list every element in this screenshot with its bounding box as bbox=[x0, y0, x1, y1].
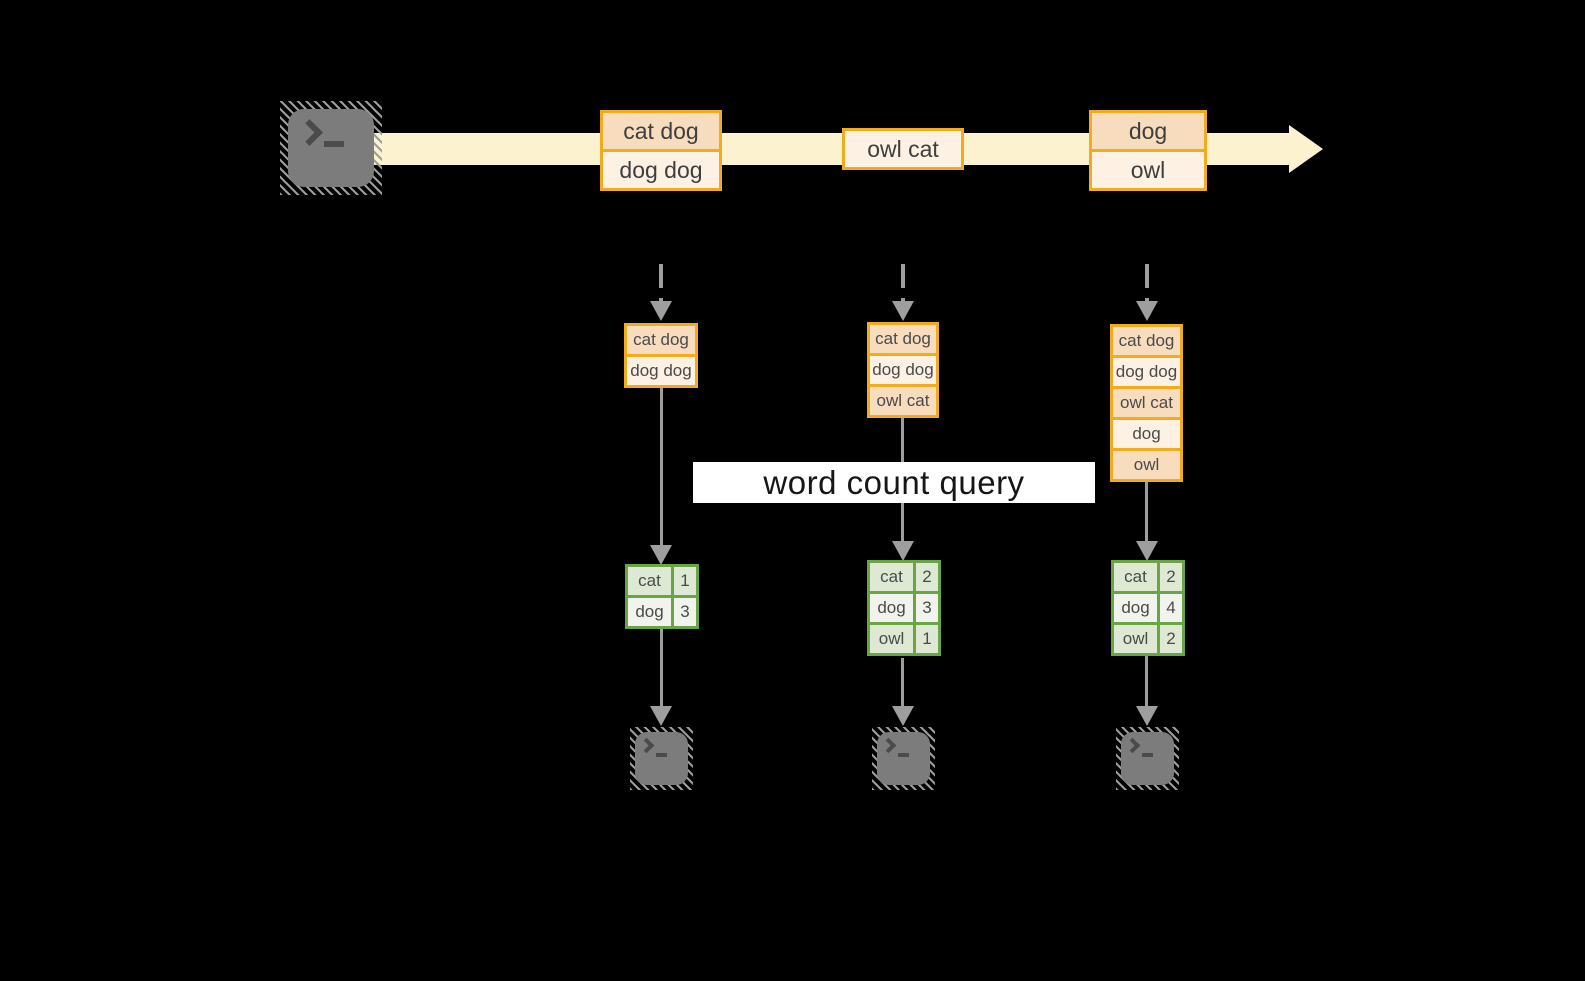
sink-terminal-icon-2 bbox=[872, 727, 935, 790]
stream-record: owl cat bbox=[845, 131, 961, 167]
stream-batch-1: cat dog dog dog bbox=[600, 110, 722, 191]
count-cell: 2 bbox=[1166, 567, 1176, 586]
count-row: cat 2 bbox=[870, 563, 938, 591]
count-row: cat 1 bbox=[628, 567, 696, 595]
prompt-underscore-icon bbox=[656, 753, 667, 757]
result-arrow-line-1 bbox=[660, 629, 663, 706]
result-arrowhead-icon-1 bbox=[650, 706, 672, 726]
stream-record: cat dog bbox=[603, 113, 719, 149]
window-record: dog dog bbox=[870, 353, 936, 384]
word-cell: owl bbox=[870, 625, 916, 653]
sink-terminal-icon-3 bbox=[1116, 727, 1179, 790]
word-count-table-2: cat 2 dog 3 owl 1 bbox=[867, 560, 941, 656]
window-record: dog dog bbox=[1113, 355, 1180, 386]
word-count-table-1: cat 1 dog 3 bbox=[625, 564, 699, 629]
terminal-body bbox=[288, 109, 374, 187]
query-arrow-line-1 bbox=[660, 388, 663, 545]
count-row: dog 4 bbox=[1114, 591, 1182, 622]
result-arrow-line-2 bbox=[901, 658, 904, 706]
window-buffer-1: cat dog dog dog bbox=[624, 323, 698, 388]
capture-arrow-line-1 bbox=[659, 264, 663, 301]
count-row: owl 2 bbox=[1114, 622, 1182, 653]
word-cell: dog bbox=[628, 598, 674, 626]
window-record: owl cat bbox=[1113, 386, 1180, 417]
capture-arrow-line-3 bbox=[1145, 264, 1149, 301]
window-buffer-3: cat dog dog dog owl cat dog owl bbox=[1110, 324, 1183, 482]
window-record: owl bbox=[1113, 448, 1180, 479]
word-count-table-3: cat 2 dog 4 owl 2 bbox=[1111, 560, 1185, 656]
window-record: cat dog bbox=[870, 325, 936, 353]
query-arrowhead-icon-3 bbox=[1136, 541, 1158, 561]
source-terminal-icon bbox=[280, 101, 382, 195]
count-cell: 4 bbox=[1166, 598, 1176, 617]
capture-arrow-line-2 bbox=[901, 264, 905, 301]
count-row: dog 3 bbox=[870, 591, 938, 622]
word-cell: cat bbox=[1114, 563, 1160, 591]
stream-record: dog dog bbox=[603, 149, 719, 188]
stream-batch-2: owl cat bbox=[842, 128, 964, 170]
query-label: word count query bbox=[693, 462, 1095, 503]
terminal-body bbox=[635, 732, 688, 785]
word-cell: dog bbox=[1114, 594, 1160, 622]
result-arrowhead-icon-2 bbox=[892, 706, 914, 726]
word-cell: cat bbox=[870, 563, 916, 591]
terminal-body bbox=[1121, 732, 1174, 785]
capture-arrowhead-icon-2 bbox=[892, 301, 914, 321]
sink-terminal-icon-1 bbox=[630, 727, 693, 790]
window-record: dog dog bbox=[627, 354, 695, 385]
word-cell: dog bbox=[870, 594, 916, 622]
word-cell: cat bbox=[628, 567, 674, 595]
window-record: cat dog bbox=[627, 326, 695, 354]
capture-arrowhead-icon-1 bbox=[650, 301, 672, 321]
terminal-body bbox=[877, 732, 930, 785]
count-row: owl 1 bbox=[870, 622, 938, 653]
window-buffer-2: cat dog dog dog owl cat bbox=[867, 322, 939, 418]
prompt-underscore-icon bbox=[1142, 753, 1153, 757]
count-cell: 2 bbox=[1166, 629, 1176, 648]
window-record: dog bbox=[1113, 417, 1180, 448]
window-record: cat dog bbox=[1113, 327, 1180, 355]
count-cell: 1 bbox=[922, 629, 932, 648]
stream-batch-3: dog owl bbox=[1089, 110, 1207, 191]
query-arrowhead-icon-1 bbox=[650, 545, 672, 565]
prompt-underscore-icon bbox=[898, 753, 909, 757]
stream-record: owl bbox=[1092, 149, 1204, 188]
word-cell: owl bbox=[1114, 625, 1160, 653]
prompt-underscore-icon bbox=[324, 141, 344, 147]
query-arrowhead-icon-2 bbox=[892, 541, 914, 561]
query-arrow-line-3 bbox=[1145, 480, 1148, 541]
stream-record: dog bbox=[1092, 113, 1204, 149]
count-row: dog 3 bbox=[628, 595, 696, 626]
stream-arrowhead-icon bbox=[1289, 125, 1323, 173]
count-cell: 3 bbox=[922, 598, 932, 617]
count-row: cat 2 bbox=[1114, 563, 1182, 591]
result-arrow-line-3 bbox=[1145, 656, 1148, 706]
count-cell: 1 bbox=[680, 571, 690, 590]
count-cell: 3 bbox=[680, 602, 690, 621]
window-record: owl cat bbox=[870, 384, 936, 415]
capture-arrowhead-icon-3 bbox=[1136, 301, 1158, 321]
result-arrowhead-icon-3 bbox=[1136, 706, 1158, 726]
count-cell: 2 bbox=[922, 567, 932, 586]
